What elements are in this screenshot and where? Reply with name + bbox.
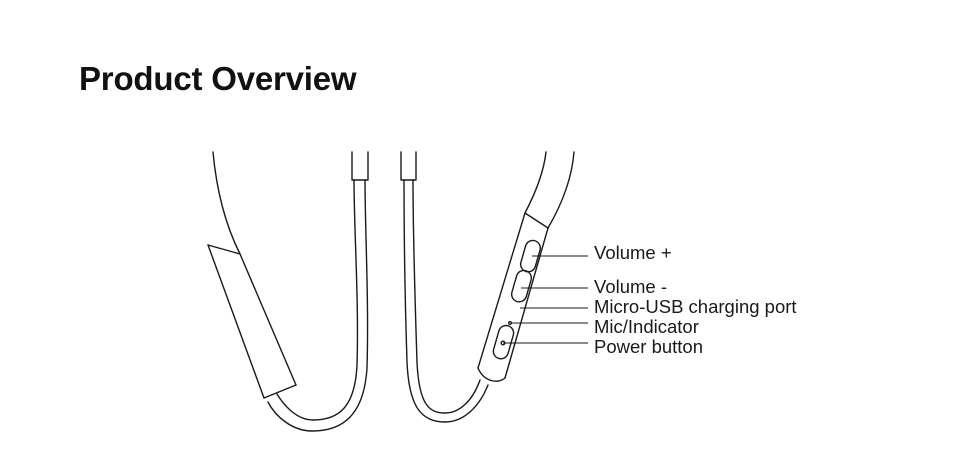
callout-charging-port: Micro-USB charging port — [594, 296, 797, 317]
callout-mic-indicator: Mic/Indicator — [594, 316, 699, 337]
right-cable — [400, 151, 489, 423]
left-neckband-arm — [207, 151, 297, 399]
callout-volume-down: Volume - — [594, 276, 668, 297]
callout-power-button: Power button — [594, 336, 704, 357]
left-cable — [267, 151, 369, 432]
page-title: Product Overview — [79, 60, 357, 97]
right-neckband-arm — [477, 151, 575, 382]
callout-volume-up: Volume + — [594, 242, 672, 263]
mic-hole — [508, 321, 513, 326]
callout-leaders — [503, 255, 588, 344]
power-button-shape — [492, 324, 515, 360]
volume-down-button — [510, 269, 533, 303]
control-buttons — [492, 239, 542, 360]
